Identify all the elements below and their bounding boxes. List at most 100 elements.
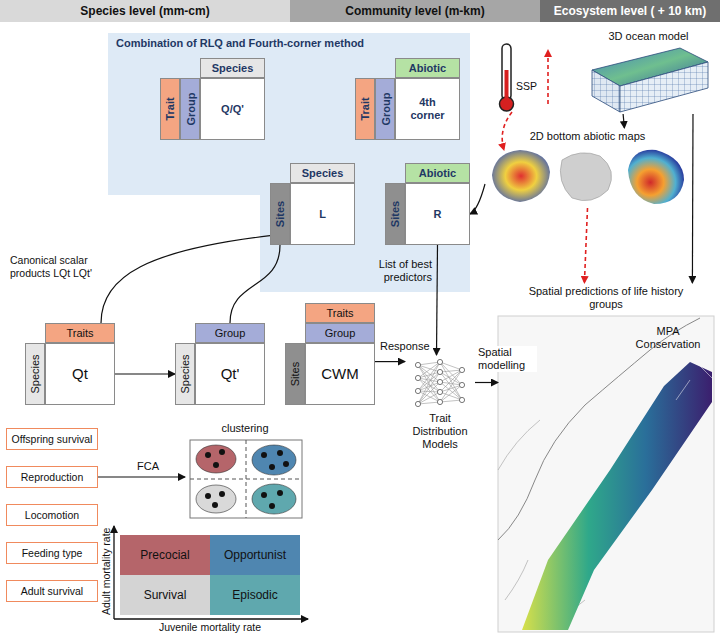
neural-network-part-part — [459, 382, 464, 387]
node-label: Trait — [355, 89, 375, 128]
matrix-side: Species — [25, 343, 45, 405]
node-label: Qt' — [221, 365, 240, 382]
matrix-side: Species — [175, 343, 195, 405]
connector-arrow — [375, 361, 405, 362]
matrix-box: Qt — [45, 343, 115, 405]
method-panel: Combination of RLQ and Fourth-corner met… — [108, 33, 470, 292]
clustering-plot-part-part — [205, 452, 211, 458]
prediction-map-part — [676, 366, 712, 400]
trait-box: Feeding type — [6, 542, 98, 564]
connector-arrow — [230, 245, 280, 323]
matrix-header: Traits — [45, 323, 115, 343]
clustering-plot-part-part — [277, 450, 283, 456]
node-label: R — [426, 204, 450, 225]
node-label: Sites — [289, 362, 301, 386]
node-note: MPA Conservation — [628, 325, 708, 351]
matrix-header: Traits — [305, 303, 375, 323]
neural-network-part-part — [415, 401, 420, 406]
connector-arrow — [692, 114, 694, 283]
clustering-plot-part-part — [261, 452, 267, 458]
node-label: Abiotic — [401, 58, 454, 78]
clustering-plot-part — [252, 484, 296, 514]
text-label: Canonical scalar products LQt LQt' — [10, 254, 92, 279]
node-label: Adult survival — [21, 585, 83, 597]
thermometer-icon-part — [505, 70, 509, 102]
connector-arrow — [115, 373, 175, 374]
neural-network-part-part — [415, 362, 420, 367]
node-label: Community level (m-km) — [345, 4, 484, 18]
node-label: Trait Distribution Models — [405, 412, 475, 452]
neural-network-part-part — [459, 367, 464, 372]
illustration-box: clustering — [185, 420, 305, 520]
group-quadrant: Episodic — [210, 575, 300, 615]
ocean-model-block-part — [620, 62, 708, 112]
matrix-header: Group — [195, 323, 265, 343]
node-label: Combination of RLQ and Fourth-corner met… — [108, 33, 470, 53]
node-label: Offspring survival — [12, 433, 93, 445]
neural-network — [415, 359, 464, 406]
node-label: Episodic — [232, 588, 277, 602]
clustering-plot-part-part — [213, 462, 219, 468]
clustering-plot-part-part — [261, 492, 267, 498]
abiotic-maps-part — [492, 150, 550, 202]
node-label: Abiotic — [411, 163, 464, 183]
matrix-box: L — [290, 183, 355, 245]
node-label: Survival — [144, 588, 187, 602]
node-label: Species — [294, 163, 352, 183]
node-label: Traits — [66, 327, 93, 339]
matrix-side: Sites — [270, 183, 290, 245]
node-label: Reproduction — [21, 471, 83, 483]
trait-box: Offspring survival — [6, 428, 98, 450]
matrix-side: Sites — [285, 343, 305, 405]
node-label: 4th corner — [398, 92, 457, 125]
matrix-header: Species — [290, 163, 355, 183]
node-label: Species level (mm-cm) — [80, 4, 209, 18]
edge-label: Response — [380, 340, 430, 353]
neural-network-part — [415, 359, 464, 406]
clustering-plot-part-part — [277, 490, 283, 496]
matrix-side: Trait — [160, 78, 180, 140]
clustering-plot-part — [190, 440, 302, 518]
clustering-plot-part — [205, 449, 289, 509]
clustering-plot-part-part — [205, 493, 211, 499]
level-band: Ecosystem level ( + 10 km) — [540, 0, 720, 22]
group-quadrant: Opportunist — [210, 535, 300, 575]
node-label: Precocial — [140, 548, 189, 562]
node-label: Traits — [326, 307, 353, 319]
node-label: Group — [375, 85, 395, 134]
abiotic-maps-part — [560, 153, 611, 201]
neural-network-part-part — [437, 389, 442, 394]
clustering-plot-part-part — [269, 464, 275, 470]
group-quadrant: Survival — [120, 575, 210, 615]
clustering-plot — [190, 440, 302, 518]
matrix-box: 4th corner — [395, 78, 460, 140]
clustering-plot-part — [190, 440, 302, 518]
panel-background — [108, 33, 470, 292]
clustering-plot-part-part — [219, 491, 225, 497]
prediction-map-part — [522, 362, 712, 630]
matrix-header: Abiotic — [405, 163, 470, 183]
matrix-box: CWM — [305, 343, 375, 405]
illustration-box: 2D bottom abiotic maps — [485, 128, 690, 208]
clustering-plot-part-part — [219, 449, 225, 455]
node-label: Locomotion — [25, 509, 79, 521]
connector-arrow — [98, 476, 185, 477]
neural-network-part-part — [437, 359, 442, 364]
text-label: SSP — [516, 80, 546, 93]
node-label: Q/Q' — [213, 99, 252, 120]
ocean-model-block-part — [592, 70, 620, 112]
thermometer-icon-part — [547, 50, 549, 104]
level-band: Community level (m-km) — [290, 0, 540, 22]
text-label: Juvenile mortality rate — [120, 621, 300, 634]
neural-network-part-part — [459, 397, 464, 402]
node-label: CWM — [321, 365, 359, 382]
panel-background-part — [108, 33, 470, 292]
neural-network-part-part — [415, 388, 420, 393]
node-label: 3D ocean model — [585, 28, 712, 42]
mortality-axes — [114, 526, 308, 619]
clustering-plot-part — [196, 445, 236, 473]
node-label: Ecosystem level ( + 10 km) — [554, 4, 706, 18]
illustration-box: 3D ocean model — [585, 28, 712, 114]
text-label: Adult mortality rate — [100, 511, 113, 631]
trait-box: Reproduction — [6, 466, 98, 488]
